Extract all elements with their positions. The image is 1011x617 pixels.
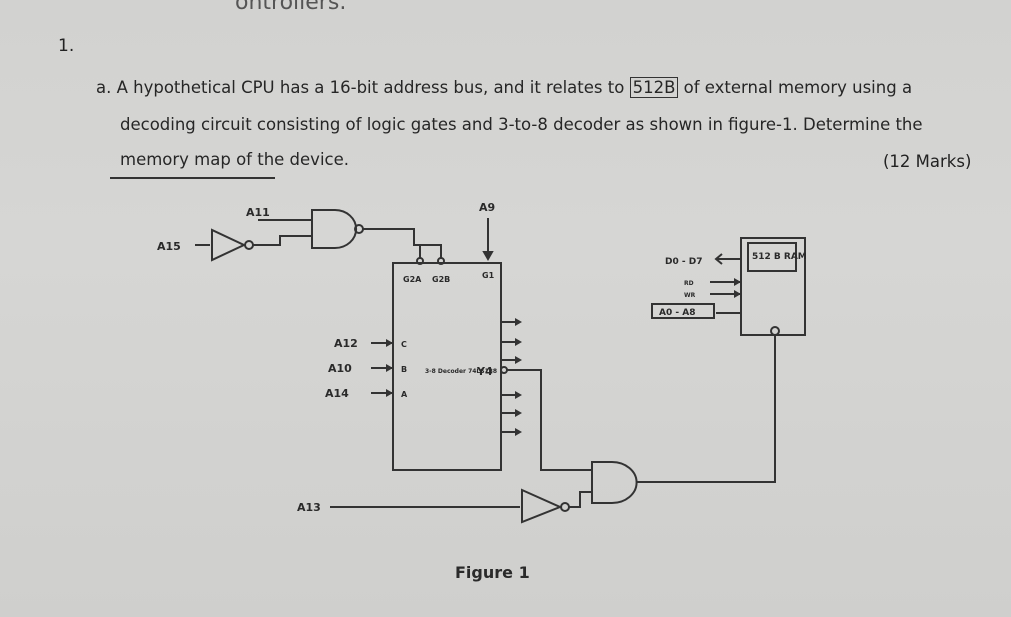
a9-label: A9 bbox=[479, 201, 495, 214]
pin-arrow-7 bbox=[515, 428, 522, 436]
question-line-1: a. A hypothetical CPU has a 16-bit addre… bbox=[96, 77, 913, 98]
pin-arrow-6 bbox=[515, 409, 522, 417]
question-text-before: A hypothetical CPU has a 16-bit address … bbox=[116, 78, 625, 97]
not-to-and-wire bbox=[253, 235, 312, 246]
marks-label: (12 Marks) bbox=[883, 152, 972, 171]
rd-arrow bbox=[734, 278, 741, 286]
a14-label: A14 bbox=[325, 387, 349, 400]
question-line-2: decoding circuit consisting of logic gat… bbox=[120, 115, 923, 134]
not-to-and-wire-bottom bbox=[569, 491, 592, 508]
c-pin-label: C bbox=[401, 340, 407, 349]
question-text-after: of external memory using a bbox=[683, 78, 913, 97]
y4-wire bbox=[506, 369, 572, 471]
top-and-gate bbox=[311, 209, 358, 249]
part-label: a. bbox=[96, 78, 112, 97]
data-bus-label: D0 - D7 bbox=[665, 257, 702, 267]
bottom-and-gate bbox=[591, 461, 638, 504]
ram-title-box bbox=[747, 242, 797, 272]
a12-label: A12 bbox=[334, 337, 358, 350]
question-number: 1. bbox=[58, 36, 75, 56]
g2a-label: G2A bbox=[403, 275, 422, 284]
pin-arrow-0 bbox=[515, 318, 522, 326]
wr-arrow bbox=[734, 290, 741, 298]
g1-label: G1 bbox=[482, 271, 495, 280]
top-cropped-text: ontrollers. bbox=[235, 0, 347, 15]
ram-body bbox=[740, 237, 806, 336]
addr-bus-label: A0 - A8 bbox=[659, 308, 695, 318]
a13-label: A13 bbox=[297, 501, 321, 514]
pin-arrow-1 bbox=[515, 338, 522, 346]
a15-not-gate bbox=[211, 228, 247, 262]
a-pin-label: A bbox=[401, 390, 408, 399]
y4-bubble bbox=[500, 366, 508, 374]
addr-bus-box bbox=[651, 303, 715, 319]
boxed-memory-size: 512B bbox=[629, 77, 679, 98]
c-input-arrow bbox=[386, 339, 393, 347]
a15-label: A15 bbox=[157, 240, 181, 253]
figure-caption: Figure 1 bbox=[455, 563, 530, 582]
g2b-label: G2B bbox=[432, 275, 450, 284]
decoder-body bbox=[392, 262, 502, 471]
decoder-name-label: 3-8 Decoder 74LS138 bbox=[425, 368, 497, 375]
pin-arrow-5 bbox=[515, 391, 522, 399]
and-to-cs-wire bbox=[636, 336, 776, 483]
underline-stroke bbox=[110, 177, 275, 179]
data-bus-arrowhead-left bbox=[714, 253, 723, 265]
question-line-3: memory map of the device. bbox=[120, 150, 350, 169]
b-input-arrow bbox=[386, 364, 393, 372]
a13-not-gate bbox=[521, 488, 563, 524]
rd-label: RD bbox=[684, 280, 694, 287]
ram-title-label: 512 B RAM bbox=[752, 252, 807, 262]
a11-label: A11 bbox=[246, 206, 270, 219]
cs-bubble bbox=[770, 326, 780, 336]
a10-label: A10 bbox=[328, 362, 352, 375]
y4-label: Y4 bbox=[476, 365, 493, 378]
a9-arrowhead bbox=[482, 251, 494, 262]
b-pin-label: B bbox=[401, 365, 407, 374]
nand-output-wire bbox=[363, 228, 442, 258]
pin-arrow-2 bbox=[515, 356, 522, 364]
a-input-arrow bbox=[386, 389, 393, 397]
wr-label: WR bbox=[684, 292, 696, 299]
